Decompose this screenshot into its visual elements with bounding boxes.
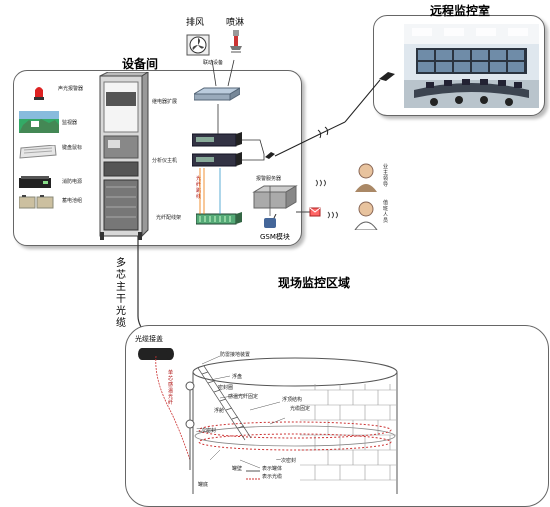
legend-fiber-label: 表示光缆: [262, 474, 283, 480]
analyzer-host-label: 分析仪主机: [152, 158, 178, 164]
sprinkler-icon: [230, 30, 242, 53]
legend-fiber-swatch: [246, 478, 260, 480]
leader-avatar: [355, 163, 377, 192]
network-switch-icon: [265, 152, 275, 159]
field-label-lightning: 防雷接地装置: [220, 352, 251, 358]
single-fiber-label: 单芯感温光纤: [168, 370, 174, 406]
analyzer-host-2: [192, 152, 242, 167]
legend-tank-label: 表示罐体: [262, 466, 283, 472]
legend-tank-swatch: [246, 470, 260, 472]
exhaust-fan-icon: [186, 34, 210, 56]
sprinkler-label: 喷淋: [226, 18, 245, 28]
duty-staff-avatar: [354, 201, 378, 230]
field-label-fiber-fix: 感温光纤固定: [228, 394, 259, 400]
server-rack: [99, 72, 149, 240]
relay-expansion-device: [194, 87, 240, 101]
exhaust-fan-label: 排风: [186, 18, 205, 28]
sms-signal-arrows: [296, 179, 338, 219]
trunk-cable-label: 多芯主干光缆: [116, 258, 126, 329]
field-label-wall: 罐壁: [232, 466, 243, 472]
monitor-icon: [19, 111, 59, 133]
control-room-photo: [404, 24, 539, 108]
field-label-bottom: 罐底: [198, 482, 209, 488]
power-supply-icon: [19, 176, 51, 188]
duty-staff-label: 值班人员: [383, 200, 389, 224]
alarm-server-label: 报警服务器: [256, 176, 282, 182]
equipment-room-title: 设备间: [122, 57, 159, 71]
relay-expansion-label: 继电器扩展: [152, 99, 178, 105]
linkage-label: 联动设备: [203, 60, 224, 66]
gsm-module-label: GSM模块: [260, 233, 290, 241]
equipment-wiring: [199, 59, 271, 216]
optical-patch-panel-label: 光纤配线架: [156, 215, 182, 221]
field-label-primary-seal: 一次密封: [276, 458, 297, 464]
field-label-float: 浮盘: [232, 374, 243, 380]
fiber-jumper-label: 光纤跳线: [196, 176, 202, 200]
modem-icon: [379, 72, 395, 81]
keyboard-icon: [19, 145, 57, 159]
battery-label: 蓄电池组: [62, 198, 83, 204]
gsm-module-icon: [264, 214, 277, 228]
alarm-light-label: 声光报警器: [58, 86, 84, 92]
field-label-roof: 浮顶结构: [282, 397, 303, 403]
splice-box-icon: [138, 348, 174, 360]
network-link-line: [274, 79, 381, 157]
monitor-label: 监视器: [62, 120, 78, 126]
leader-label: 业主领导: [383, 164, 389, 188]
storage-tank-drawing: [155, 355, 398, 494]
remote-room-title: 远程监控室: [430, 4, 491, 18]
field-label-cable-fix: 光缆固定: [290, 406, 311, 412]
field-label-seal: 密封圈: [218, 385, 234, 391]
field-area-panel: [125, 325, 549, 507]
keyboard-label: 键盘鼠标: [62, 145, 83, 151]
power-supply-label: 消防电源: [62, 179, 83, 185]
alarm-light-icon: [34, 87, 44, 100]
equipment-room-panel: [13, 70, 302, 246]
battery-icon: [19, 195, 54, 209]
field-label-secondary-seal: 二次密封: [196, 428, 217, 434]
field-area-title: 现场监控区域: [278, 276, 351, 290]
optical-patch-panel: [196, 212, 242, 225]
field-label-pontoon: 浮舱: [214, 408, 225, 414]
analyzer-host-1: [192, 132, 242, 147]
alarm-server-device: [252, 185, 298, 209]
splice-box-label: 光缆接盖: [135, 335, 163, 343]
